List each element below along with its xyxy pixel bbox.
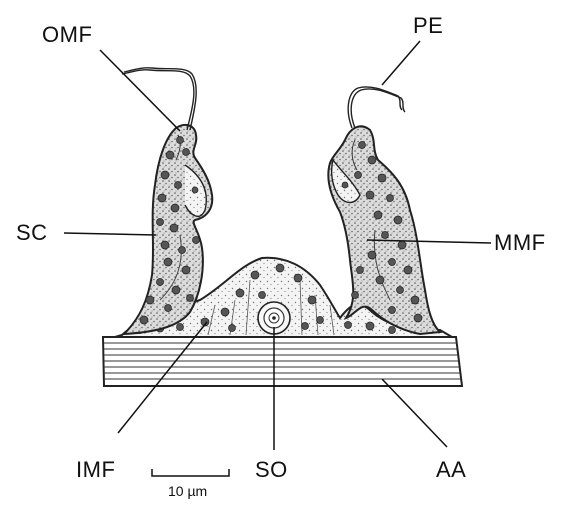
leader-lines xyxy=(64,41,491,450)
label-aa: AA xyxy=(436,459,466,481)
leader-pe xyxy=(382,41,420,85)
label-sc: SC xyxy=(16,222,48,244)
scale-bar xyxy=(152,469,229,476)
label-mmf: MMF xyxy=(494,232,546,254)
label-omf: OMF xyxy=(42,24,92,46)
acellular-layer xyxy=(103,337,462,386)
scale-bar-label: 10 µm xyxy=(168,484,207,498)
leader-omf xyxy=(100,50,180,131)
periostracum xyxy=(122,68,405,130)
leader-aa xyxy=(382,379,447,447)
label-pe: PE xyxy=(413,15,443,37)
label-imf: IMF xyxy=(76,459,115,481)
right-mantle-fold xyxy=(328,126,440,334)
leader-sc xyxy=(64,233,156,235)
label-so: SO xyxy=(255,459,288,481)
